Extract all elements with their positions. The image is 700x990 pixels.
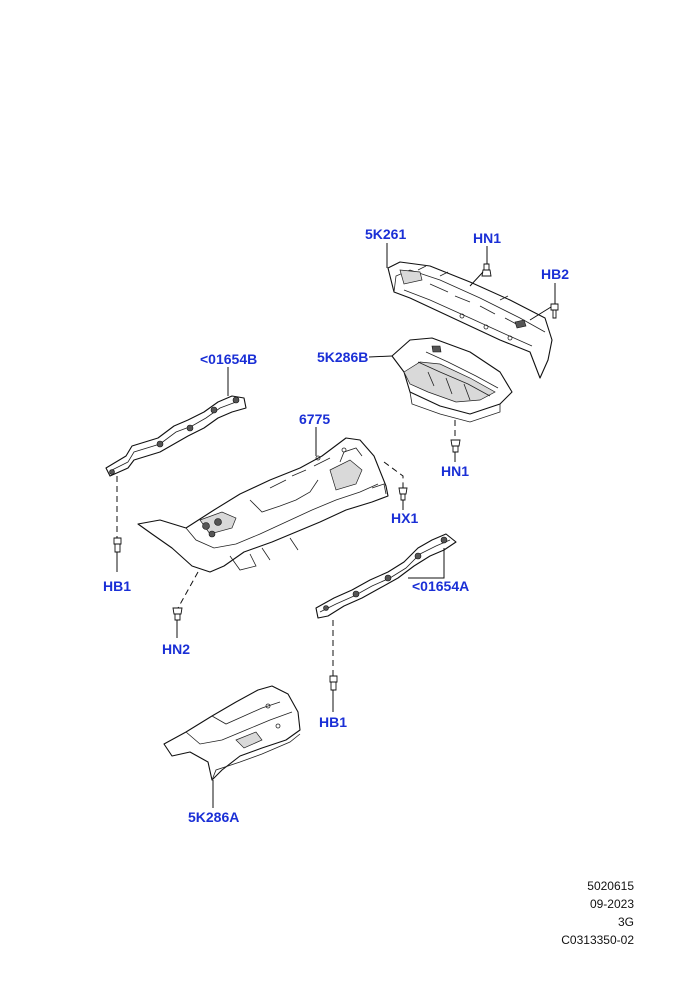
- nut-hn1-top: [481, 263, 492, 277]
- heat-shield-5k286b: [391, 337, 513, 423]
- fastener-hx1: [398, 487, 408, 501]
- callout-hn2[interactable]: HN2: [162, 641, 191, 657]
- bolt-hb1-right: [329, 675, 338, 691]
- footer-reference: C0313350-02: [561, 933, 634, 947]
- callout-6775[interactable]: 6775: [299, 411, 331, 427]
- bolt-hb2: [550, 303, 559, 319]
- footer-code: 3G: [617, 915, 634, 929]
- callout-hx1[interactable]: HX1: [391, 510, 419, 526]
- leader-lines: [116, 243, 556, 808]
- nut-hn1-mid: [450, 439, 461, 453]
- callout-5k286a[interactable]: 5K286A: [188, 809, 240, 825]
- callout-5k261[interactable]: 5K261: [365, 226, 407, 242]
- heat-shield-6775: [137, 437, 389, 573]
- bracket-01654b: [105, 395, 247, 477]
- heat-shield-5k261: [387, 261, 553, 379]
- footer-date: 09-2023: [589, 897, 634, 911]
- callout-5k286b[interactable]: 5K286B: [317, 349, 369, 365]
- bracket-01654a: [315, 533, 457, 619]
- callout-hb2[interactable]: HB2: [541, 266, 570, 282]
- callout-hn1-mid[interactable]: HN1: [441, 463, 470, 479]
- footer-illustration-number: 5020615: [587, 879, 634, 893]
- callout-01654b[interactable]: <01654B: [200, 351, 258, 367]
- callout-hn1-top[interactable]: HN1: [473, 230, 502, 246]
- assembly-lines: [116, 420, 456, 676]
- callout-01654a[interactable]: <01654A: [412, 578, 470, 594]
- nut-hn2: [172, 607, 183, 621]
- callout-hb1-right[interactable]: HB1: [319, 714, 348, 730]
- heat-shield-5k286a: [163, 685, 301, 781]
- bolt-hb1-left: [113, 537, 122, 553]
- callout-hb1-left[interactable]: HB1: [103, 578, 132, 594]
